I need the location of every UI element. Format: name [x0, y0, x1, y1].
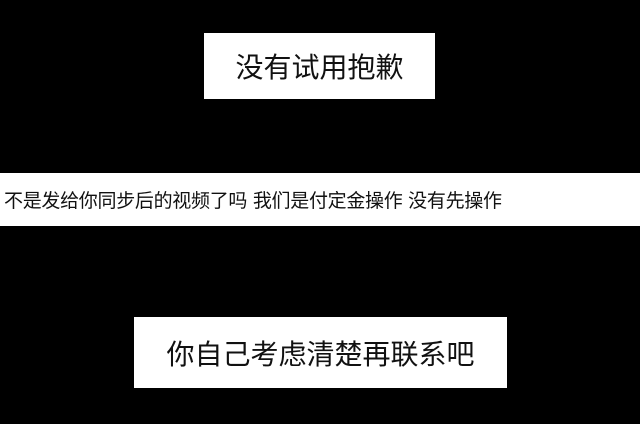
caption-box-2: 不是发给你同步后的视频了吗 我们是付定金操作 没有先操作	[0, 173, 640, 226]
caption-text-3: 你自己考虑清楚再联系吧	[166, 337, 475, 371]
caption-text-1: 没有试用抱歉	[235, 51, 404, 84]
caption-box-1: 没有试用抱歉	[204, 33, 435, 99]
caption-box-3: 你自己考虑清楚再联系吧	[134, 317, 507, 388]
caption-text-2: 不是发给你同步后的视频了吗 我们是付定金操作 没有先操作	[4, 190, 502, 212]
